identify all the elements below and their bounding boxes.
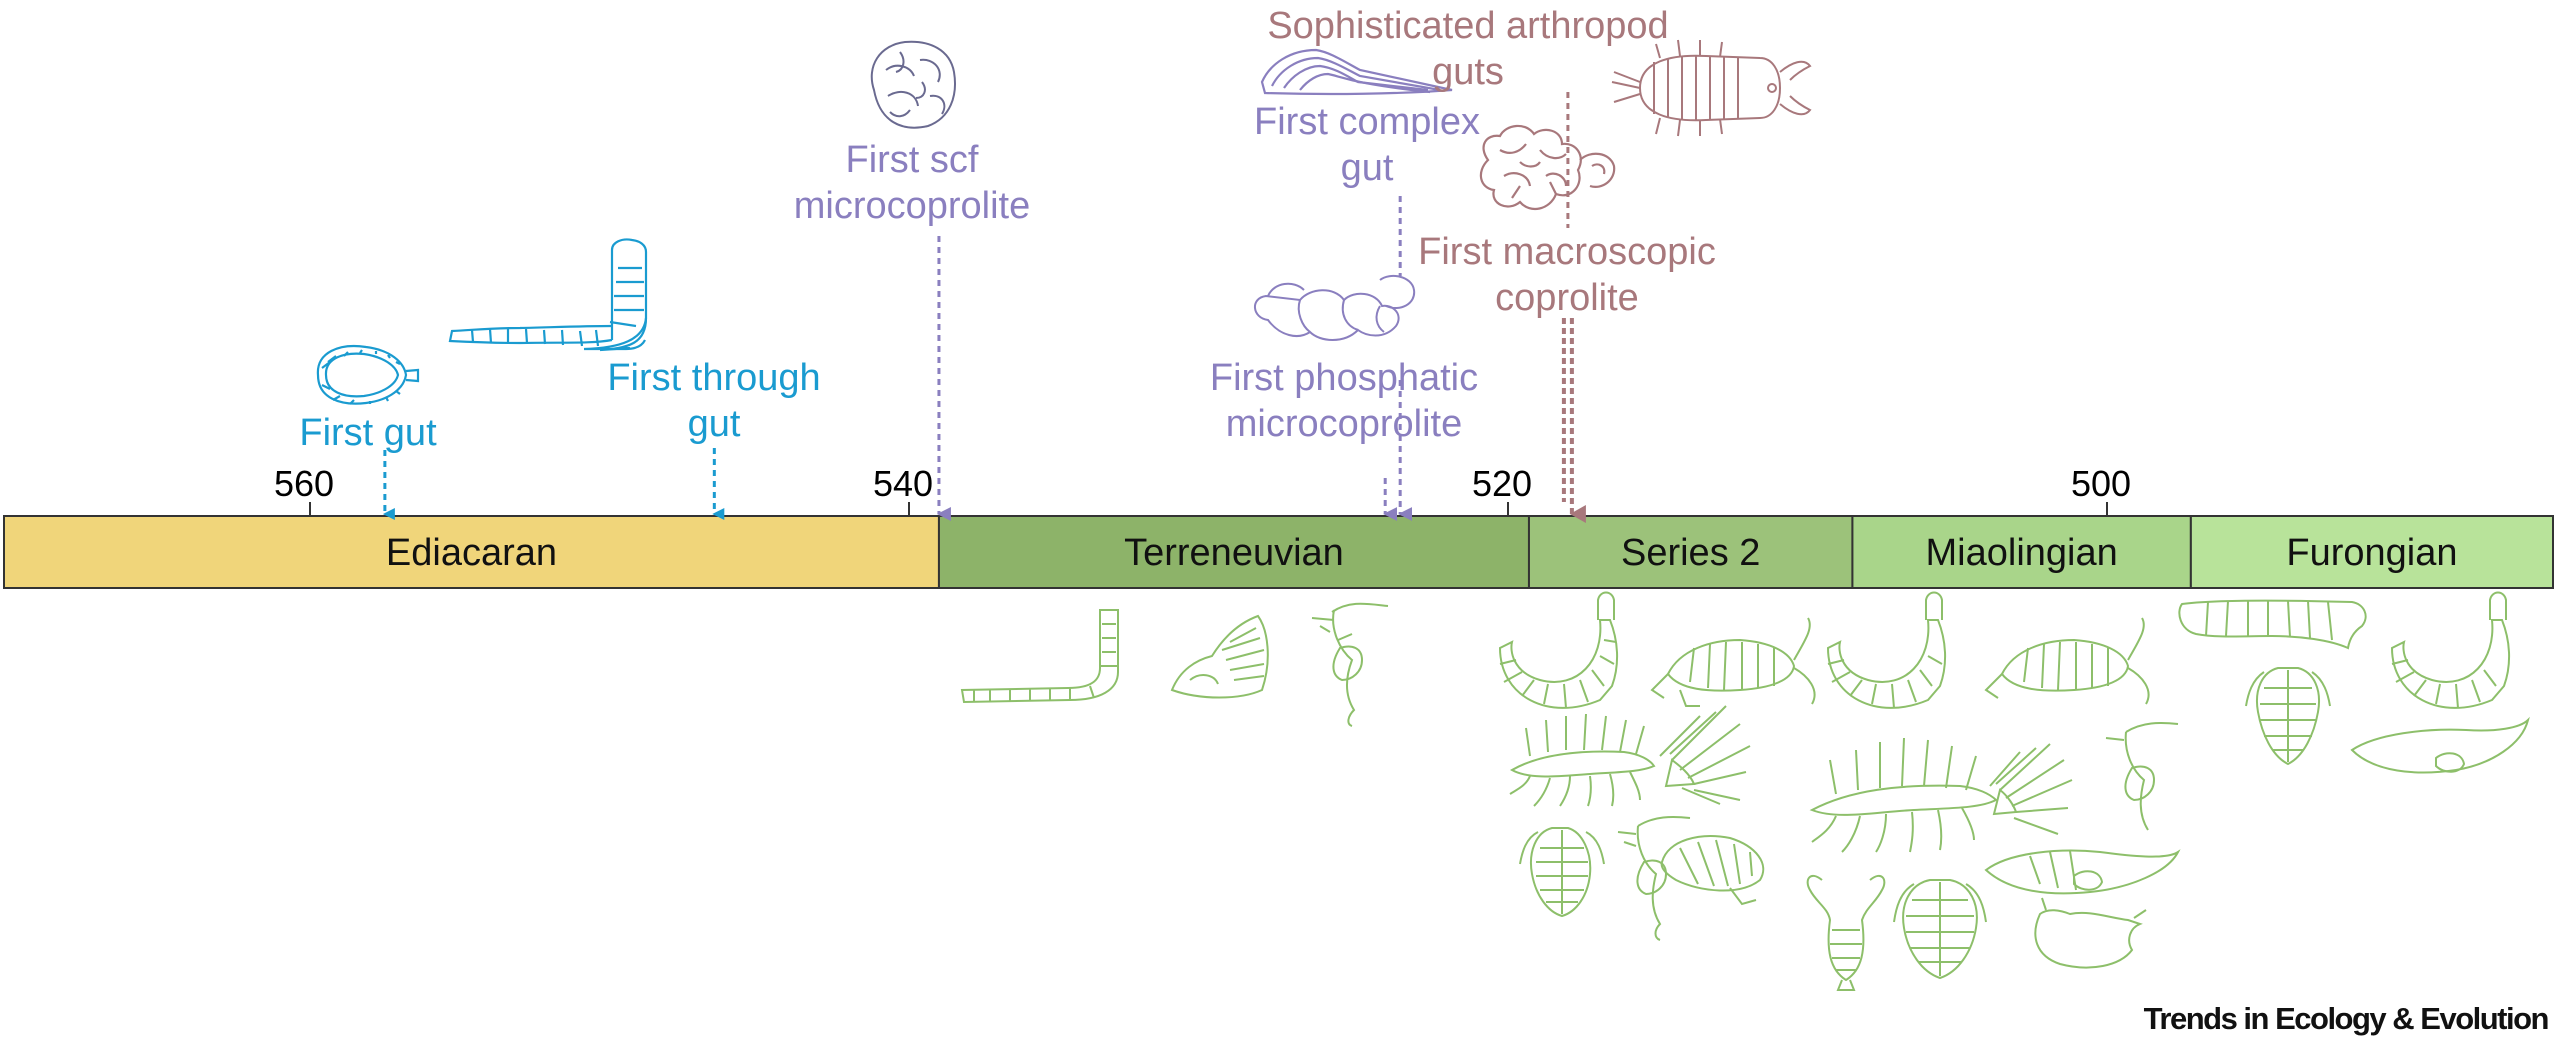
event-label-first-through-gut: gut [688,403,741,445]
event-label-first-scf-microcoprolite: First scf [846,139,979,181]
period-box-1 [937,515,1530,589]
period-label: Furongian [2286,532,2457,574]
bivalved-arthropod-icon [2350,716,2530,774]
time-axis: 560 540 520 500 [274,463,2131,516]
period-label: Miaolingian [1926,532,2118,574]
period-box-2 [1527,515,1854,589]
event-label-first-complex-gut: gut [1341,147,1394,189]
priapulid-icon [2390,591,2511,709]
event-label-first-gut: First gut [299,412,437,454]
event-label-first-macroscopic-coprolite: First macroscopic [1418,231,1716,273]
bivalved-arthropod-icon [1984,849,2181,895]
event-label-sophisticated-arthropod-guts: Sophisticated arthropod [1267,5,1668,47]
event-arrows [382,92,1586,523]
microcoprolite-icon [870,40,956,129]
period-label: Terreneuvian [1124,532,1344,574]
tick-label: 520 [1472,463,1532,504]
event-label-first-phosphatic-microcoprolite: First phosphatic [1210,357,1478,399]
event-label-first-through-gut: First through [607,357,820,399]
trilobite-icon [1519,827,1605,918]
priapulid-icon [1826,591,1947,709]
macroscopic-coprolite-icon [1479,124,1616,211]
trilobite-icon [2245,667,2331,766]
period-box-0 [3,515,940,589]
event-label-first-scf-microcoprolite: microcoprolite [794,185,1031,227]
lobopodian-icon [1809,737,1998,853]
mollusc-icon [1170,614,1269,699]
bivalved-arthropod-icon [1660,835,1765,906]
arthropod-larva-icon [1617,816,1691,941]
fossil-silhouettes [960,591,2530,991]
trilobite-icon [1893,879,1987,980]
period-label: Ediacaran [386,532,557,574]
arthropod-larva-icon [2105,722,2179,831]
segmented-worm-icon [2178,599,2367,650]
period-box-4 [2189,515,2555,589]
event-label-sophisticated-arthropod-guts: guts [1432,51,1504,93]
sponge-icon [1989,743,2073,835]
publisher-credit: Trends in Ecology & Evolution [2143,1001,2550,1036]
complex-gut-fossil-icon [1260,48,1453,96]
lobopodian-icon [1509,713,1656,807]
tick-label: 540 [873,463,933,504]
tube-worm-icon [448,238,648,352]
arthropod-icon [1611,39,1812,137]
event-label-first-macroscopic-coprolite: coprolite [1495,277,1639,319]
period-bar: Ediacaran Terreneuvian Series 2 Miaolingian… [3,515,2555,589]
tube-worm-icon [960,609,1119,704]
arthropod-icon [1984,617,2150,705]
arthropod-larva-icon [1311,602,1389,727]
tick-label: 560 [274,463,334,504]
isopod-icon [1806,874,1886,991]
tick-label: 500 [2071,463,2131,504]
gut-sac-icon [316,345,420,405]
priapulid-icon [1498,591,1619,709]
carapace-icon [2034,897,2147,969]
sponge-icon [1659,705,1751,805]
arthropod-icon [1650,617,1816,707]
event-label-first-complex-gut: First complex [1254,101,1480,143]
event-label-first-phosphatic-microcoprolite: microcoprolite [1226,403,1463,445]
phosphatic-coprolite-icon [1254,274,1416,341]
period-label: Series 2 [1621,532,1760,574]
